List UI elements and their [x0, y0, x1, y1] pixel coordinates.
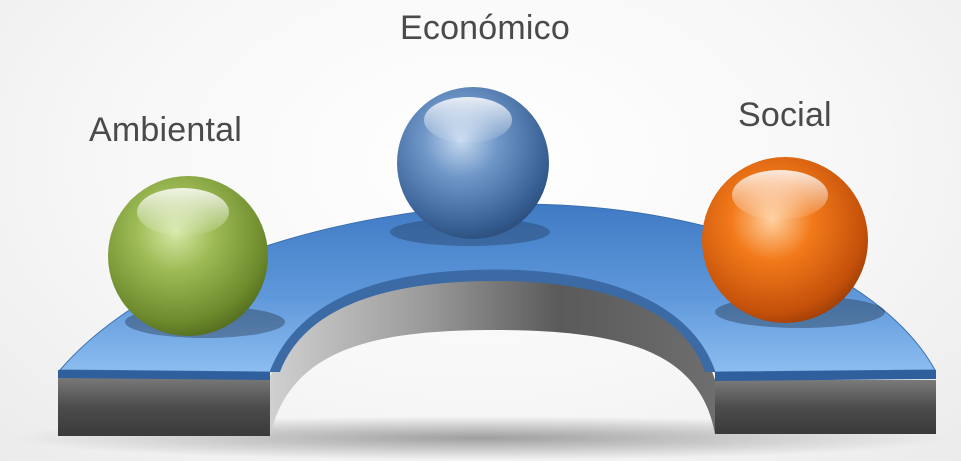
platform-right-edge	[715, 370, 936, 381]
label-economico: Económico	[400, 9, 570, 47]
sphere-social	[702, 157, 868, 323]
sphere-economico	[397, 87, 549, 239]
platform-left-edge	[58, 370, 270, 380]
platform-left-front-wall	[58, 377, 270, 436]
sphere-ambiental	[108, 176, 268, 336]
label-social: Social	[738, 96, 832, 134]
platform-right-front-wall	[715, 380, 936, 434]
label-ambiental: Ambiental	[89, 111, 242, 149]
platform-inner-arch-wall	[270, 275, 715, 436]
